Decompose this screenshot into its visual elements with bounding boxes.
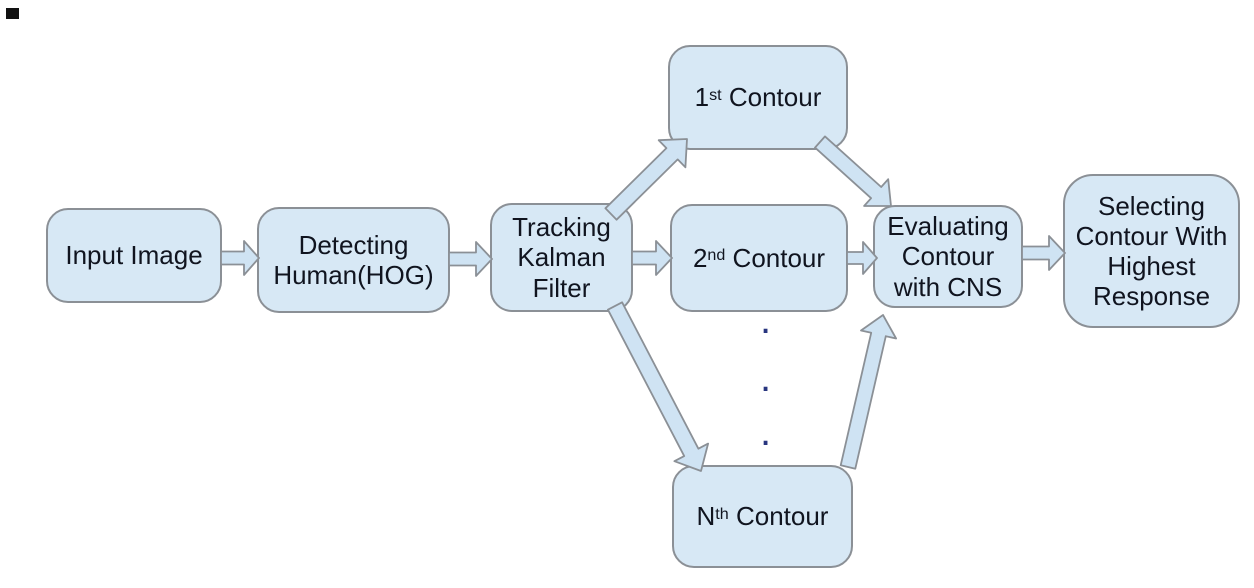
node-tracking-kalman-filter: Tracking Kalman Filter (490, 203, 633, 312)
node-input-image: Input Image (46, 208, 222, 303)
node-tracking-kalman-filter-label: Tracking Kalman Filter (512, 212, 611, 303)
node-detecting-human-label: Detecting Human(HOG) (273, 229, 434, 290)
arrow-detecting-to-tracking (448, 241, 493, 277)
arrow-input-to-detecting (220, 240, 260, 276)
ellipsis-dot-3: . (760, 410, 772, 454)
arrow-tracking-to-contour2 (631, 240, 673, 276)
second-contour-ordinal: 2 (692, 242, 708, 273)
first-contour-ordinal: 1 (694, 82, 710, 113)
node-first-contour: 1st Contour (668, 45, 848, 150)
nth-contour-word: Contour (728, 501, 829, 532)
arrow-evaluating-to-selecting (1021, 235, 1066, 271)
first-contour-suffix: st (709, 85, 722, 104)
node-evaluating-contour-cns-label: Evaluating Contour with CNS (887, 211, 1009, 302)
node-selecting-highest-response: Selecting Contour With Highest Response (1063, 174, 1240, 328)
arrow-tracking-to-contourN (607, 301, 709, 472)
node-second-contour: 2nd Contour (670, 204, 848, 312)
ellipsis-dot-2: . (760, 356, 772, 400)
node-detecting-human: Detecting Human(HOG) (257, 207, 450, 313)
nth-contour-suffix: th (715, 504, 729, 523)
node-input-image-label: Input Image (65, 240, 203, 271)
node-nth-contour-label: Nth Contour (697, 501, 829, 531)
ellipsis-dot-1: . (760, 298, 772, 342)
node-evaluating-contour-cns: Evaluating Contour with CNS (873, 205, 1023, 308)
nth-contour-ordinal: N (696, 501, 716, 532)
arrow-contourN-to-evaluating (839, 314, 897, 470)
node-selecting-highest-response-label: Selecting Contour With Highest Response (1075, 190, 1228, 312)
second-contour-word: Contour (725, 242, 826, 273)
node-nth-contour: Nth Contour (672, 465, 853, 568)
corner-mark (6, 8, 19, 19)
first-contour-word: Contour (721, 82, 822, 113)
second-contour-suffix: nd (707, 246, 726, 265)
node-second-contour-label: 2nd Contour (693, 243, 825, 273)
node-first-contour-label: 1st Contour (695, 82, 822, 112)
